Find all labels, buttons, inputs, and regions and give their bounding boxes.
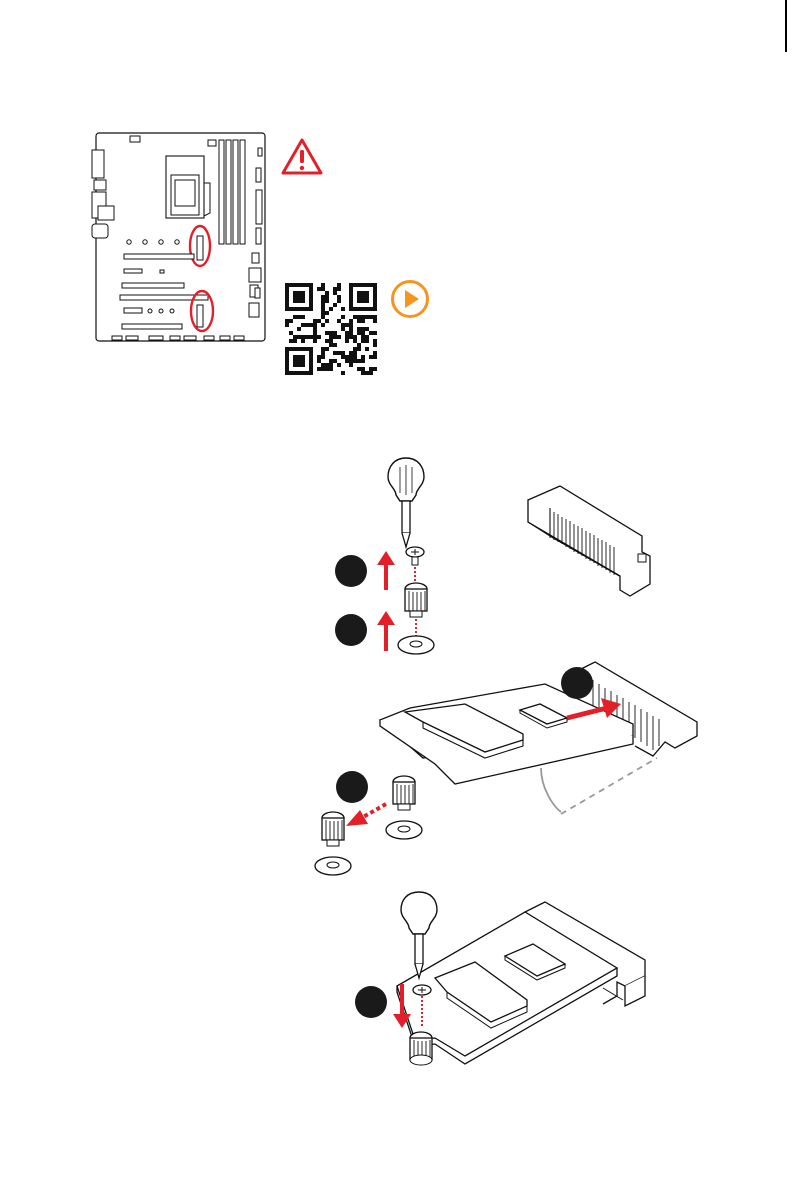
step-4-marker: [336, 771, 368, 803]
motherboard-diagram: [84, 128, 274, 348]
step-5-marker: [355, 986, 387, 1018]
play-icon[interactable]: [390, 279, 430, 319]
m2-connector: [520, 482, 660, 600]
step-1-marker: [335, 555, 367, 587]
page-edge-rule: [785, 0, 787, 52]
step-3-marker: [561, 667, 593, 699]
warning-triangle-icon: [280, 137, 324, 177]
step-remove-screw-standoff: [330, 455, 470, 660]
step-fasten-screw: [355, 888, 655, 1083]
step-move-standoff: [312, 770, 442, 880]
step-2-marker: [335, 614, 367, 646]
qr-code[interactable]: [285, 283, 377, 375]
